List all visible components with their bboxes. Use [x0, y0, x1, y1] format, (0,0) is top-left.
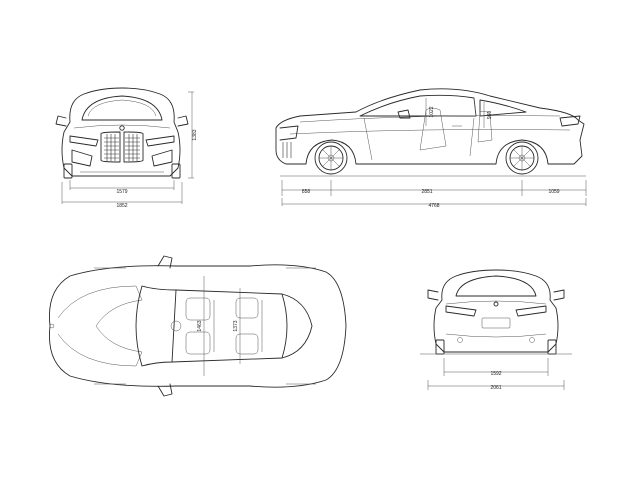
rear-width-label: 2061	[490, 385, 501, 391]
front-width-label: 1852	[116, 203, 127, 209]
bmw-roundel-icon	[119, 125, 125, 131]
top-interior-width-label: 1463	[197, 320, 203, 331]
rear-view: 1592 2061	[420, 269, 572, 391]
top-view: 1463 1373	[48, 255, 347, 397]
side-headroom-rear-label: 969	[487, 111, 493, 120]
front-track-label: 1579	[116, 189, 127, 195]
bmw-roundel-icon	[49, 323, 55, 329]
side-rear-overhang-label: 1059	[548, 189, 559, 195]
kidney-grille	[100, 131, 144, 163]
front-height-label: 1383	[192, 129, 198, 140]
top-shoulder-width-label: 1373	[233, 320, 239, 331]
side-front-overhang-label: 858	[302, 189, 311, 195]
side-length-label: 4768	[428, 203, 439, 209]
bmw-roundel-icon	[493, 301, 499, 307]
side-headroom-front-label: 1022	[429, 106, 435, 117]
rear-wheel	[505, 141, 539, 175]
front-wheel	[314, 141, 348, 175]
side-view: 1022 969 858 2851 1059 4768	[275, 88, 587, 209]
rear-track-label: 1592	[490, 371, 501, 377]
front-view: 1383 1579 1852	[55, 87, 198, 209]
seats	[170, 297, 263, 355]
side-wheelbase-label: 2851	[421, 189, 432, 195]
